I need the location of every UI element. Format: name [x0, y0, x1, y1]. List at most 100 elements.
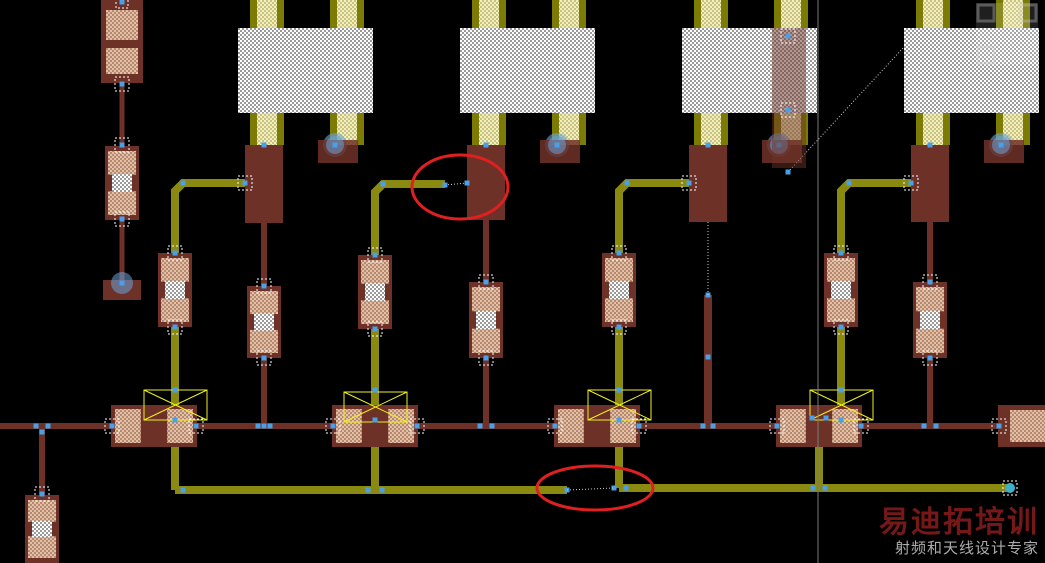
pin-leg-pad[interactable] — [257, 0, 277, 30]
via[interactable] — [700, 423, 706, 429]
component-pad[interactable] — [827, 258, 855, 282]
via[interactable] — [372, 417, 378, 423]
via[interactable] — [774, 423, 780, 429]
selection-marker[interactable] — [367, 247, 383, 263]
via[interactable] — [838, 417, 844, 423]
component-body[interactable] — [609, 281, 629, 299]
component-body[interactable] — [165, 281, 185, 299]
component-pad[interactable] — [361, 260, 389, 284]
via[interactable] — [267, 423, 273, 429]
pin-leg-pad[interactable] — [923, 0, 943, 30]
via[interactable] — [242, 180, 248, 186]
component-pad[interactable] — [106, 48, 138, 74]
via[interactable] — [442, 182, 448, 188]
via[interactable] — [119, 142, 125, 148]
via[interactable] — [261, 423, 267, 429]
via[interactable] — [119, 216, 125, 222]
via[interactable] — [464, 180, 470, 186]
via[interactable] — [380, 181, 386, 187]
selection-marker[interactable] — [991, 418, 1007, 434]
component-pad[interactable] — [605, 258, 633, 282]
via[interactable] — [119, 280, 125, 286]
via[interactable] — [45, 423, 51, 429]
via[interactable] — [483, 279, 489, 285]
via[interactable] — [554, 142, 560, 148]
via[interactable] — [552, 423, 558, 429]
selection-marker[interactable] — [409, 418, 425, 434]
via[interactable] — [172, 324, 178, 330]
via[interactable] — [927, 142, 933, 148]
selection-marker[interactable] — [922, 274, 938, 290]
via[interactable] — [822, 485, 828, 491]
selection-marker[interactable] — [478, 274, 494, 290]
via[interactable] — [616, 250, 622, 256]
component-pad[interactable] — [827, 298, 855, 322]
component-body[interactable] — [112, 174, 132, 192]
selection-marker[interactable] — [325, 418, 341, 434]
via[interactable] — [710, 423, 716, 429]
pin-leg-pad[interactable] — [479, 0, 499, 30]
via[interactable] — [785, 33, 791, 39]
selection-marker[interactable] — [256, 350, 272, 366]
selection-marker[interactable] — [367, 321, 383, 337]
pin-leg-pad[interactable] — [923, 110, 943, 145]
via[interactable] — [180, 180, 186, 186]
via[interactable] — [705, 354, 711, 360]
via[interactable] — [933, 423, 939, 429]
component-pad[interactable] — [361, 300, 389, 324]
selection-marker[interactable] — [922, 350, 938, 366]
via[interactable] — [414, 423, 420, 429]
via[interactable] — [624, 180, 630, 186]
selection-marker[interactable] — [547, 418, 563, 434]
via[interactable] — [39, 491, 45, 497]
selection-marker[interactable] — [780, 28, 796, 44]
via[interactable] — [261, 355, 267, 361]
selection-marker[interactable] — [611, 245, 627, 261]
selection-marker[interactable] — [780, 102, 796, 118]
via[interactable] — [927, 355, 933, 361]
via[interactable] — [372, 252, 378, 258]
via[interactable] — [838, 324, 844, 330]
trace-bottom-1[interactable] — [171, 179, 245, 490]
component-body[interactable] — [32, 520, 52, 538]
ratsnest-line[interactable] — [444, 182, 468, 186]
pin-leg-pad[interactable] — [701, 110, 721, 145]
via[interactable] — [636, 423, 642, 429]
ratsnest-line[interactable] — [566, 487, 615, 491]
selection-marker[interactable] — [478, 350, 494, 366]
selection-marker[interactable] — [115, 0, 129, 9]
component-pad[interactable] — [161, 298, 189, 322]
component-pad[interactable] — [161, 258, 189, 282]
via[interactable] — [908, 180, 914, 186]
component-pad[interactable] — [108, 151, 136, 175]
via[interactable] — [809, 415, 815, 421]
selection-marker[interactable] — [903, 175, 919, 191]
via[interactable] — [255, 423, 261, 429]
via[interactable] — [616, 387, 622, 393]
via-endpoint[interactable] — [1005, 483, 1015, 493]
via[interactable] — [705, 142, 711, 148]
component-pad[interactable] — [28, 536, 56, 558]
selection-marker[interactable] — [853, 418, 869, 434]
selection-marker[interactable] — [769, 418, 785, 434]
via[interactable] — [616, 417, 622, 423]
selection-marker[interactable] — [256, 278, 272, 294]
via[interactable] — [998, 142, 1004, 148]
via[interactable] — [379, 487, 385, 493]
component-pad[interactable] — [472, 287, 500, 312]
component-pad[interactable] — [916, 328, 944, 353]
via[interactable] — [172, 417, 178, 423]
via[interactable] — [372, 326, 378, 332]
pin-leg-pad[interactable] — [559, 0, 579, 30]
via[interactable] — [261, 283, 267, 289]
component-pad[interactable] — [916, 287, 944, 312]
via[interactable] — [858, 423, 864, 429]
copper-pad-vertical[interactable] — [911, 145, 949, 222]
via[interactable] — [838, 250, 844, 256]
component-pad[interactable] — [106, 10, 138, 40]
via[interactable] — [477, 423, 483, 429]
via[interactable] — [372, 387, 378, 393]
component-body[interactable] — [254, 313, 274, 331]
